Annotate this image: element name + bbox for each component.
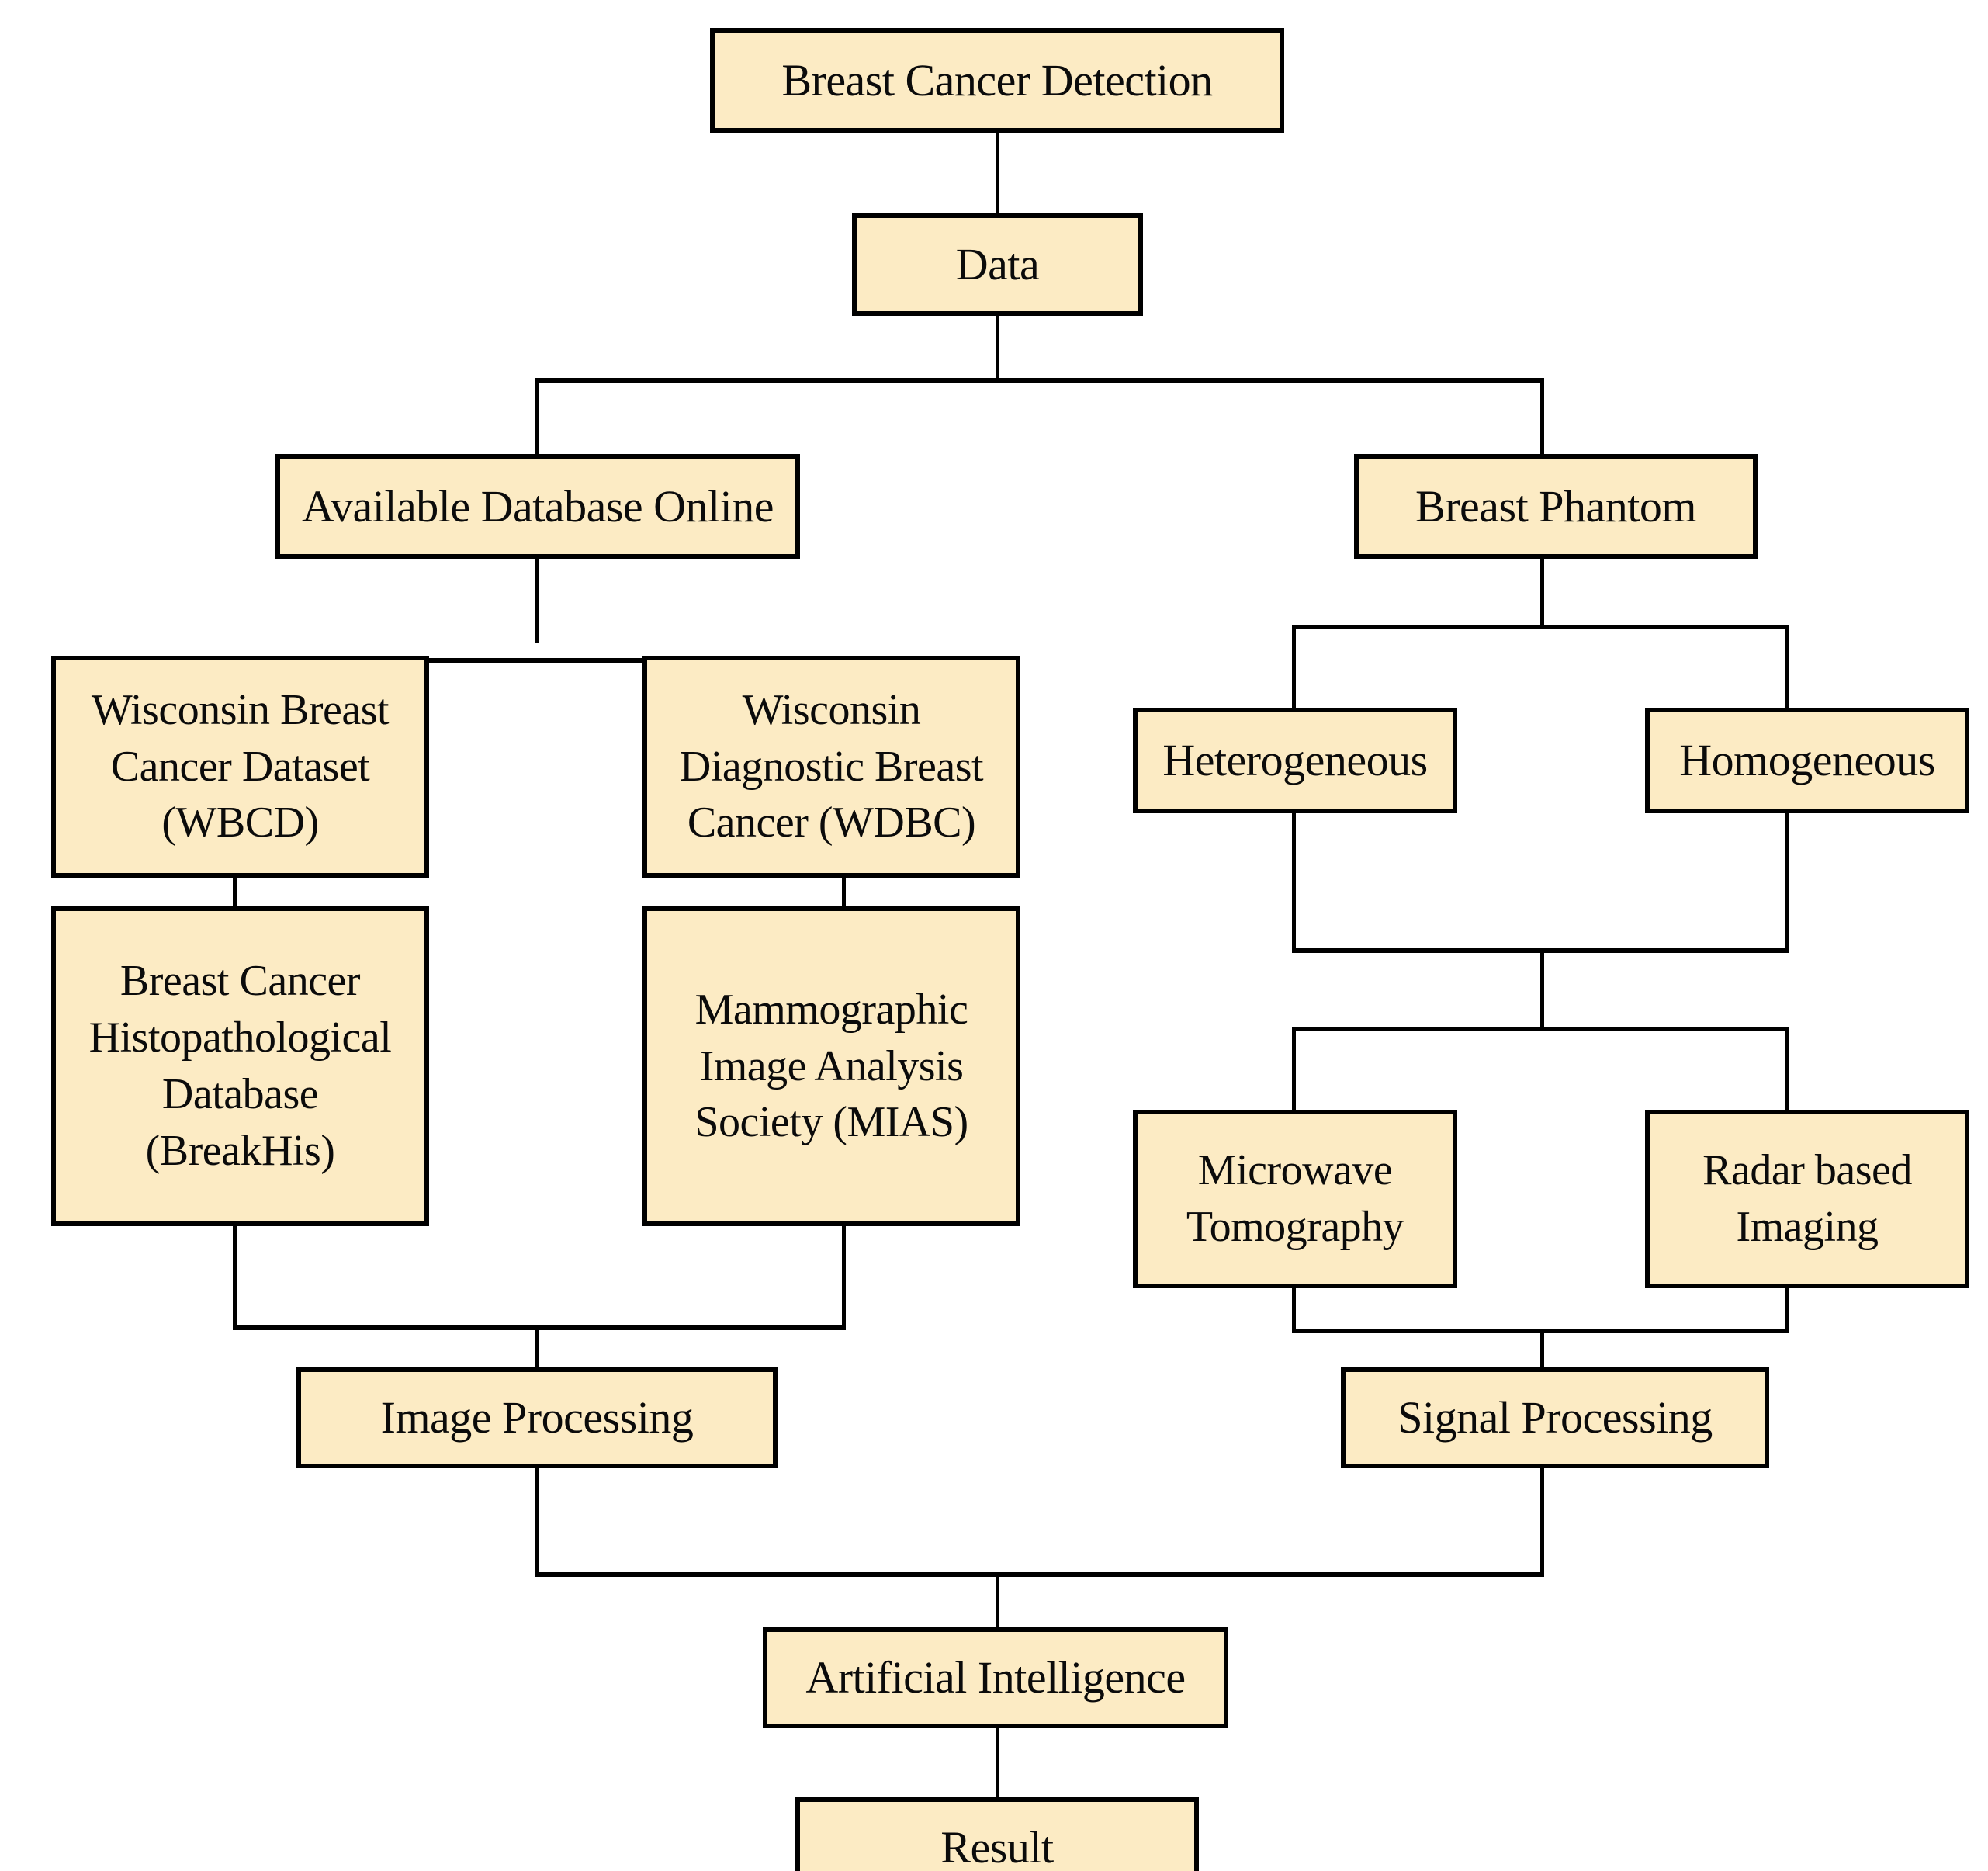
edge-breakhis-down xyxy=(233,1224,237,1329)
edge-phantom-merge-down xyxy=(1540,948,1544,1030)
node-wdbc[interactable]: Wisconsin Diagnostic Breast Cancer (WDBC… xyxy=(642,656,1020,878)
node-radar-based-imaging[interactable]: Radar based Imaging xyxy=(1645,1110,1969,1288)
edge-available-db-down xyxy=(535,557,539,643)
edge-bus-to-signal-processing xyxy=(1540,1329,1544,1372)
node-microwave-tomography[interactable]: Microwave Tomography xyxy=(1133,1110,1457,1288)
node-artificial-intelligence[interactable]: Artificial Intelligence xyxy=(763,1627,1228,1728)
node-breast-phantom[interactable]: Breast Phantom xyxy=(1354,454,1758,559)
edge-artificial-intelligence-to-result xyxy=(996,1724,999,1802)
edge-breast-phantom-down xyxy=(1540,557,1544,627)
node-wbcd[interactable]: Wisconsin Breast Cancer Dataset (WBCD) xyxy=(51,656,429,878)
edge-ai-bus xyxy=(535,1572,1544,1577)
node-available-database-online[interactable]: Available Database Online xyxy=(275,454,800,559)
edge-heterogeneous-down xyxy=(1292,812,1296,951)
edge-bus-to-available-db xyxy=(535,378,539,456)
edge-bus-to-microwave-tomography xyxy=(1292,1027,1296,1112)
node-homogeneous[interactable]: Homogeneous xyxy=(1645,708,1969,813)
edge-root-to-data xyxy=(996,130,999,216)
node-signal-processing[interactable]: Signal Processing xyxy=(1341,1367,1769,1468)
node-mias[interactable]: Mammographic Image Analysis Society (MIA… xyxy=(642,906,1020,1226)
edge-phantom-bus xyxy=(1292,625,1789,629)
node-breakhis[interactable]: Breast Cancer Histopathological Database… xyxy=(51,906,429,1226)
edge-image-processing-bus xyxy=(233,1325,846,1330)
edge-wdbc-to-mias xyxy=(842,875,846,906)
edge-bus-to-breast-phantom xyxy=(1540,378,1544,456)
edge-homogeneous-down xyxy=(1785,812,1789,951)
edge-bus-to-heterogeneous xyxy=(1292,625,1296,710)
edge-bus-to-homogeneous xyxy=(1785,625,1789,710)
edge-imaging-split-bus xyxy=(1292,1027,1789,1031)
edge-mias-down xyxy=(842,1224,846,1329)
edge-level1-bus xyxy=(535,378,1544,383)
node-result[interactable]: Result xyxy=(795,1797,1199,1871)
node-heterogeneous[interactable]: Heterogeneous xyxy=(1133,708,1457,813)
edge-data-down xyxy=(996,314,999,380)
edge-bus-to-image-processing xyxy=(535,1325,539,1372)
edge-image-processing-down xyxy=(535,1463,539,1575)
node-breast-cancer-detection[interactable]: Breast Cancer Detection xyxy=(710,28,1284,133)
edge-signal-processing-down xyxy=(1540,1463,1544,1575)
node-image-processing[interactable]: Image Processing xyxy=(296,1367,778,1468)
edge-bus-to-radar-based-imaging xyxy=(1785,1027,1789,1112)
edge-left-datasets-bus xyxy=(233,658,846,663)
edge-wbcd-to-breakhis xyxy=(233,875,237,906)
edge-bus-to-artificial-intelligence xyxy=(996,1572,999,1634)
node-data[interactable]: Data xyxy=(852,213,1143,316)
